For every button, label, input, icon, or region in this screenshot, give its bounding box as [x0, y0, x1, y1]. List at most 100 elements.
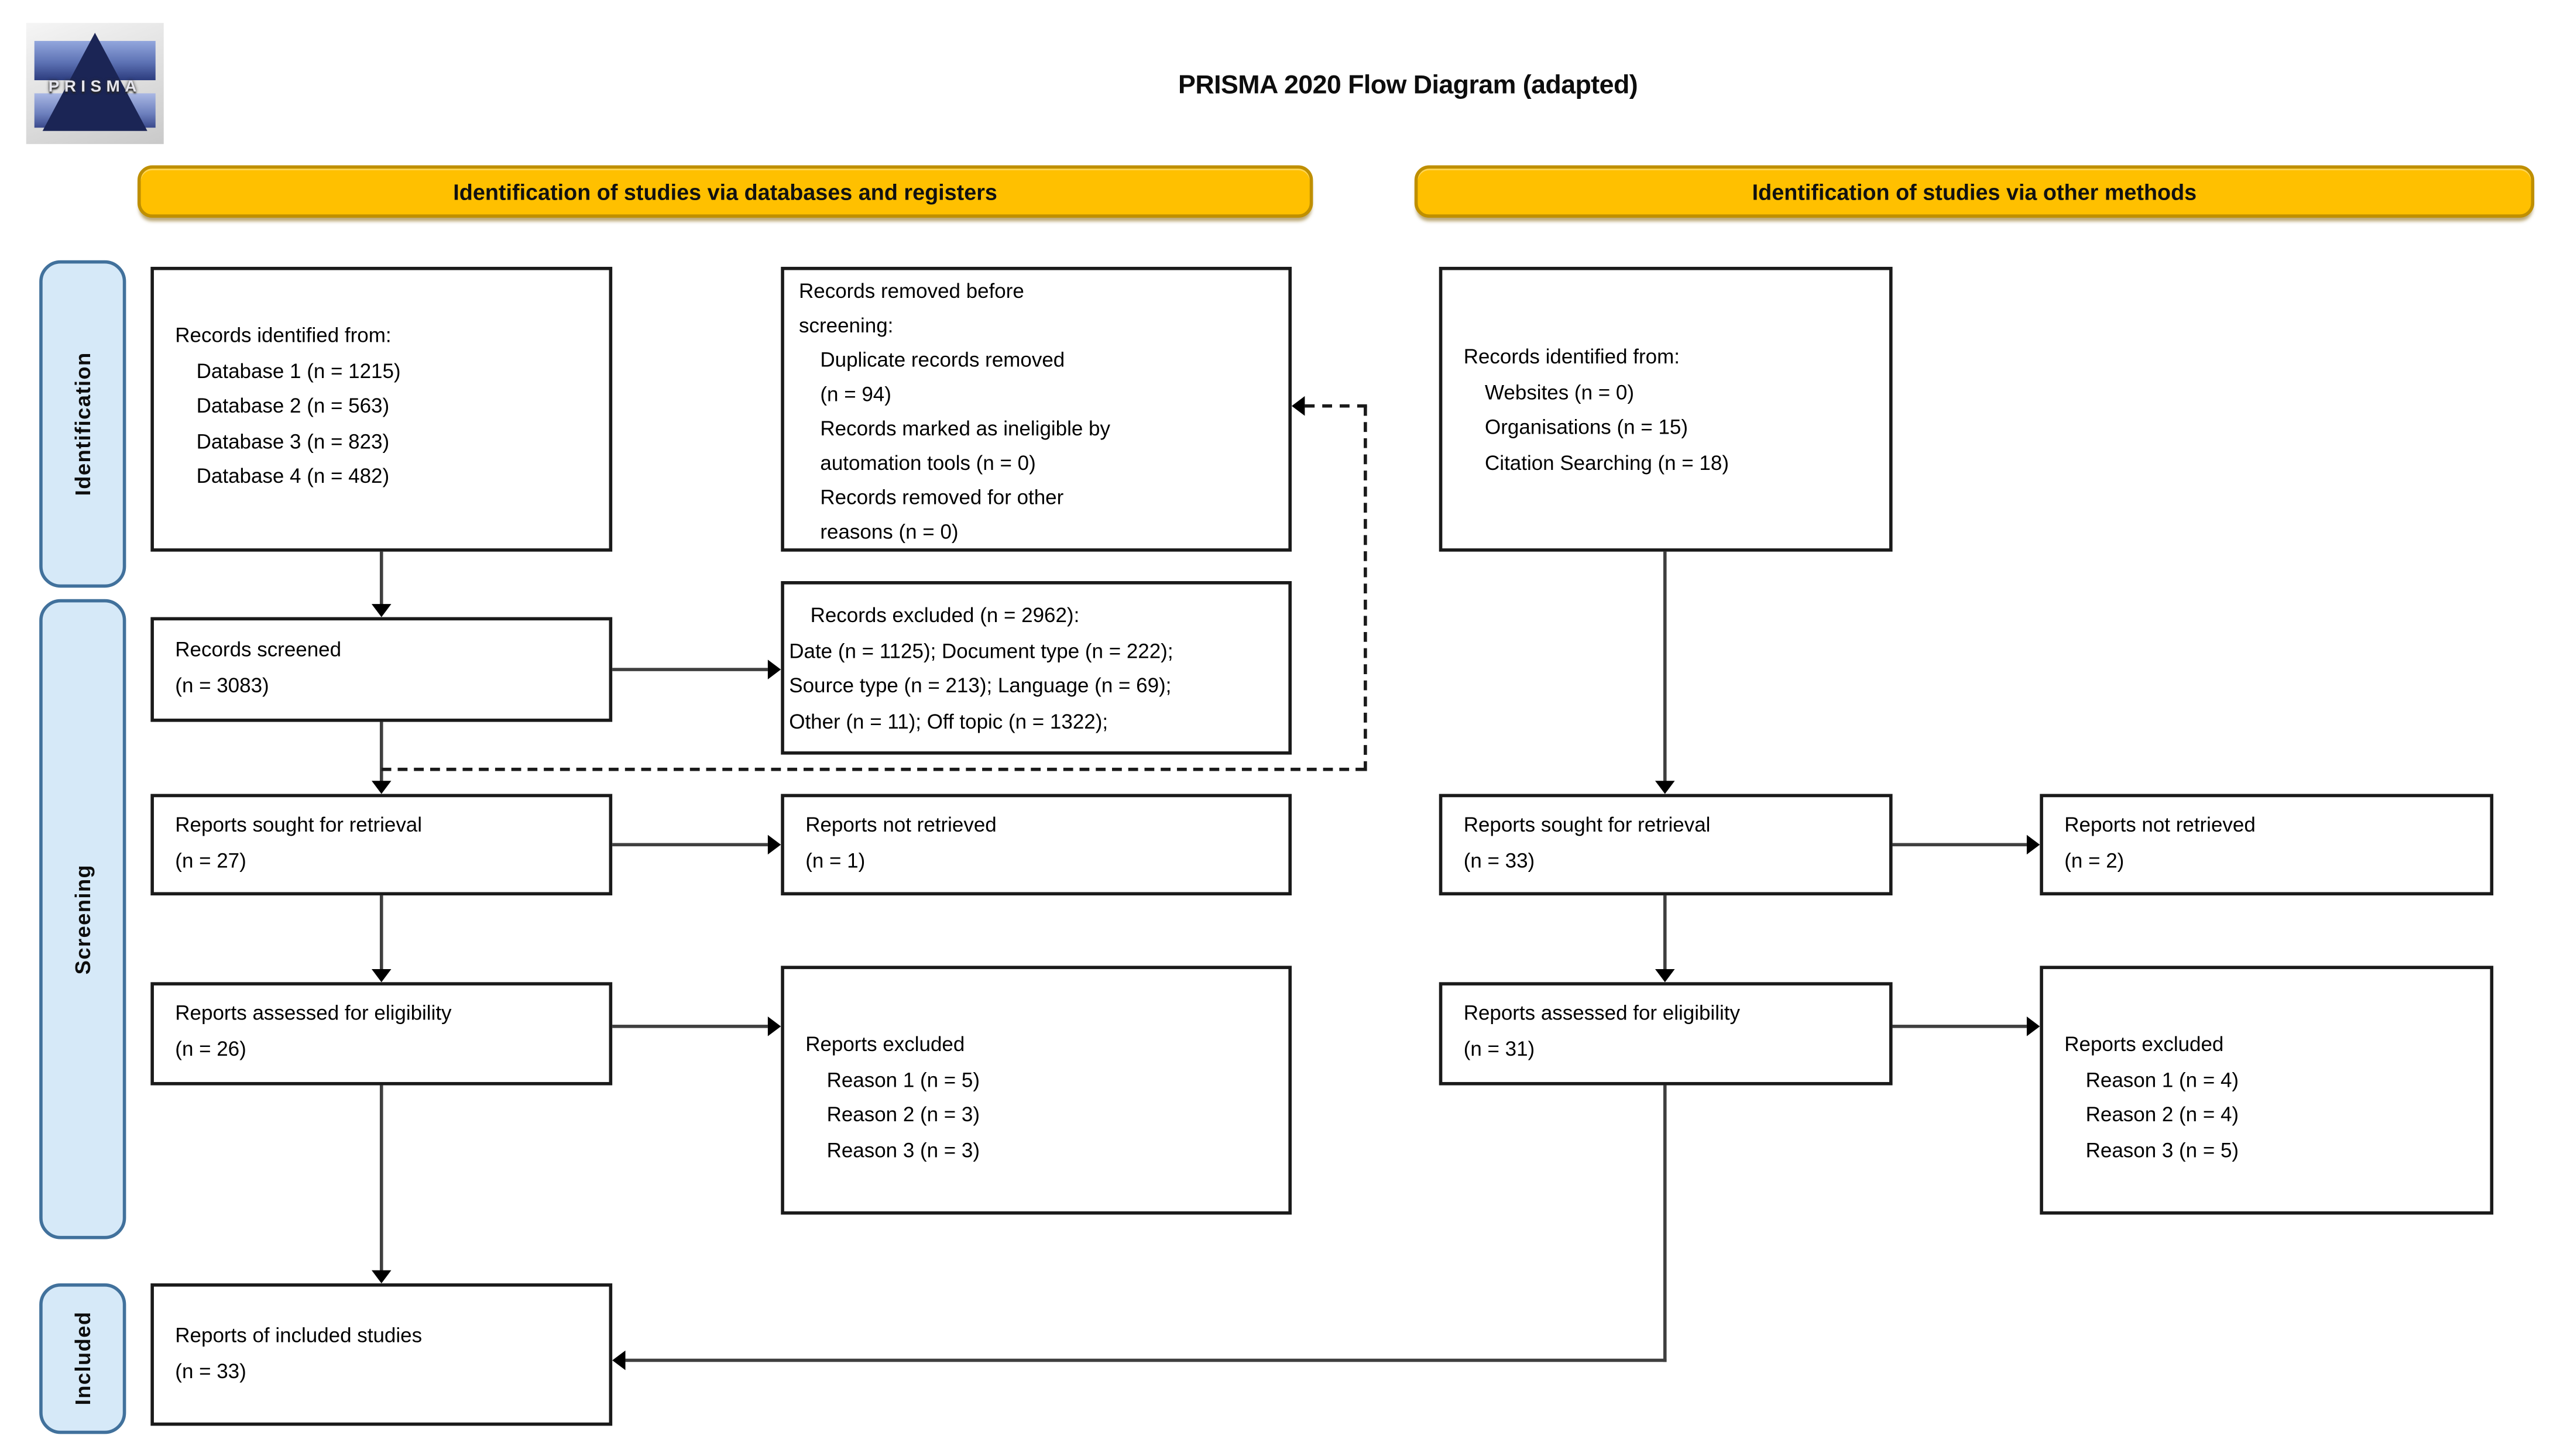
box-reports-excluded-other: Reports excluded Reason 1 (n = 4) Reason…	[2040, 966, 2494, 1215]
banner-other-methods: Identification of studies via other meth…	[1414, 165, 2535, 218]
box-line: Records removed before	[799, 280, 1024, 303]
stage-label-included: Included	[39, 1283, 126, 1434]
arrow-screened-to-excluded-head	[767, 660, 781, 679]
box-line: (n = 94)	[820, 383, 891, 406]
banner-databases-registers: Identification of studies via databases …	[137, 165, 1313, 218]
box-line: Database 4 (n = 482)	[196, 465, 390, 488]
box-line: (n = 2)	[2064, 849, 2125, 872]
box-line: automation tools (n = 0)	[820, 452, 1036, 475]
box-line: Reports not retrieved	[805, 813, 997, 837]
box-title: Reports excluded	[805, 1033, 965, 1056]
box-line: Websites (n = 0)	[1485, 380, 1634, 404]
box-title: Records excluded (n = 2962):	[810, 604, 1080, 627]
box-reports-of-included-studies: Reports of included studies (n = 33)	[150, 1283, 613, 1426]
box-line: Database 2 (n = 563)	[196, 394, 390, 418]
arrow-assessed-to-excluded-other-line	[1892, 1025, 2027, 1028]
box-line: screening:	[799, 314, 894, 338]
arrow-db-identified-to-screened-head	[371, 604, 392, 617]
box-records-removed-before-screening: Records removed before screening: Duplic…	[781, 266, 1292, 552]
arrow-sought-to-assessed-db-head	[371, 969, 392, 983]
stage-label-screening: Screening	[39, 599, 126, 1239]
box-line: Reports sought for retrieval	[1463, 813, 1711, 837]
box-line: Duplicate records removed	[820, 348, 1065, 372]
arrow-sought-to-not-retrieved-db-head	[767, 835, 781, 855]
box-line: Reason 3 (n = 5)	[2085, 1138, 2239, 1162]
box-reports-sought-databases: Reports sought for retrieval (n = 27)	[150, 794, 613, 896]
box-records-identified-other: Records identified from: Websites (n = 0…	[1439, 266, 1893, 552]
stage-label-identification: Identification	[39, 260, 126, 588]
stage-screening-text: Screening	[70, 864, 95, 974]
arrow-sought-to-not-retrieved-other-head	[2026, 835, 2040, 855]
box-line: Records marked as ineligible by	[820, 417, 1110, 441]
box-title: Records identified from:	[1463, 345, 1680, 369]
box-line: (n = 1)	[805, 849, 866, 872]
box-reports-sought-other: Reports sought for retrieval (n = 33)	[1439, 794, 1893, 896]
box-line: (n = 31)	[1463, 1037, 1535, 1060]
box-line: (n = 33)	[1463, 849, 1535, 872]
box-reports-not-retrieved-other: Reports not retrieved (n = 2)	[2040, 794, 2494, 896]
arrow-assessed-to-included-head	[371, 1270, 392, 1284]
box-line: (n = 3083)	[175, 674, 269, 697]
box-line: Reason 2 (n = 3)	[826, 1103, 980, 1127]
page-title: PRISMA 2020 Flow Diagram (adapted)	[1178, 72, 1638, 100]
box-line: Source type (n = 213); Language (n = 69)…	[789, 674, 1172, 698]
prisma-logo-pyramid	[42, 32, 147, 131]
box-title: Records identified from:	[175, 324, 392, 348]
box-line: reasons (n = 0)	[820, 520, 959, 544]
arrow-assessed-to-excluded-db-head	[767, 1017, 781, 1036]
arrow-sought-to-assessed-db-line	[379, 895, 383, 971]
box-line: Reports assessed for eligibility	[175, 1001, 452, 1025]
prisma-logo: PRISMA	[26, 23, 164, 145]
box-line: Records screened	[175, 638, 342, 662]
banner-databases-label: Identification of studies via databases …	[453, 179, 997, 204]
prisma-logo-wordmark: PRISMA	[48, 78, 142, 97]
arrow-other-identified-to-sought-head	[1655, 781, 1675, 794]
box-line: Reports not retrieved	[2064, 813, 2256, 837]
box-line: Database 1 (n = 1215)	[196, 359, 401, 383]
box-reports-not-retrieved-databases: Reports not retrieved (n = 1)	[781, 794, 1292, 896]
banner-other-methods-label: Identification of studies via other meth…	[1752, 179, 2197, 204]
arrow-screened-to-excluded-line	[612, 668, 768, 671]
box-title: Reports excluded	[2064, 1033, 2224, 1056]
dashed-arrow-top-segment	[1305, 404, 1367, 408]
box-line: Reports of included studies	[175, 1324, 423, 1348]
arrow-other-assessed-to-included-vline	[1663, 1085, 1667, 1362]
box-line: Records removed for other	[820, 486, 1064, 509]
box-records-excluded: Records excluded (n = 2962): Date (n = 1…	[781, 581, 1292, 755]
arrow-assessed-to-excluded-other-head	[2026, 1017, 2040, 1036]
arrow-other-assessed-to-included-head	[612, 1350, 626, 1371]
box-line: Database 3 (n = 823)	[196, 430, 390, 453]
arrow-other-assessed-to-included-hline	[625, 1358, 1667, 1362]
box-line: (n = 33)	[175, 1359, 246, 1383]
box-line: Citation Searching (n = 18)	[1485, 451, 1729, 474]
box-line: Organisations (n = 15)	[1485, 415, 1689, 439]
arrow-sought-to-not-retrieved-db-line	[612, 843, 768, 847]
box-records-identified-databases: Records identified from: Database 1 (n =…	[150, 266, 613, 552]
dashed-arrow-bottom-segment	[381, 767, 1365, 771]
dashed-arrow-head	[1291, 396, 1305, 416]
arrow-sought-to-assessed-other-head	[1655, 969, 1675, 983]
arrow-assessed-to-included-line	[379, 1085, 383, 1272]
box-line: Date (n = 1125); Document type (n = 222)…	[789, 639, 1173, 662]
arrow-sought-to-assessed-other-line	[1663, 895, 1667, 971]
box-line: (n = 26)	[175, 1037, 246, 1060]
arrow-other-identified-to-sought-line	[1663, 551, 1667, 783]
box-line: Reports assessed for eligibility	[1463, 1001, 1740, 1025]
box-line: Other (n = 11); Off topic (n = 1322);	[789, 709, 1109, 733]
arrow-db-identified-to-screened-line	[379, 551, 383, 606]
arrow-sought-to-not-retrieved-other-line	[1892, 843, 2027, 847]
box-line: Reason 2 (n = 4)	[2085, 1103, 2239, 1127]
stage-identification-text: Identification	[70, 352, 95, 496]
box-reports-assessed-databases: Reports assessed for eligibility (n = 26…	[150, 982, 613, 1086]
box-line: Reason 3 (n = 3)	[826, 1138, 980, 1162]
arrow-screened-to-sought-line	[379, 722, 383, 783]
dashed-arrow-vertical-segment	[1364, 406, 1367, 771]
stage-included-text: Included	[70, 1311, 95, 1406]
box-reports-assessed-other: Reports assessed for eligibility (n = 31…	[1439, 982, 1893, 1086]
box-line: Reports sought for retrieval	[175, 813, 423, 837]
box-line: Reason 1 (n = 5)	[826, 1068, 980, 1091]
box-records-screened: Records screened (n = 3083)	[150, 617, 613, 722]
arrow-screened-to-sought-head	[371, 781, 392, 794]
